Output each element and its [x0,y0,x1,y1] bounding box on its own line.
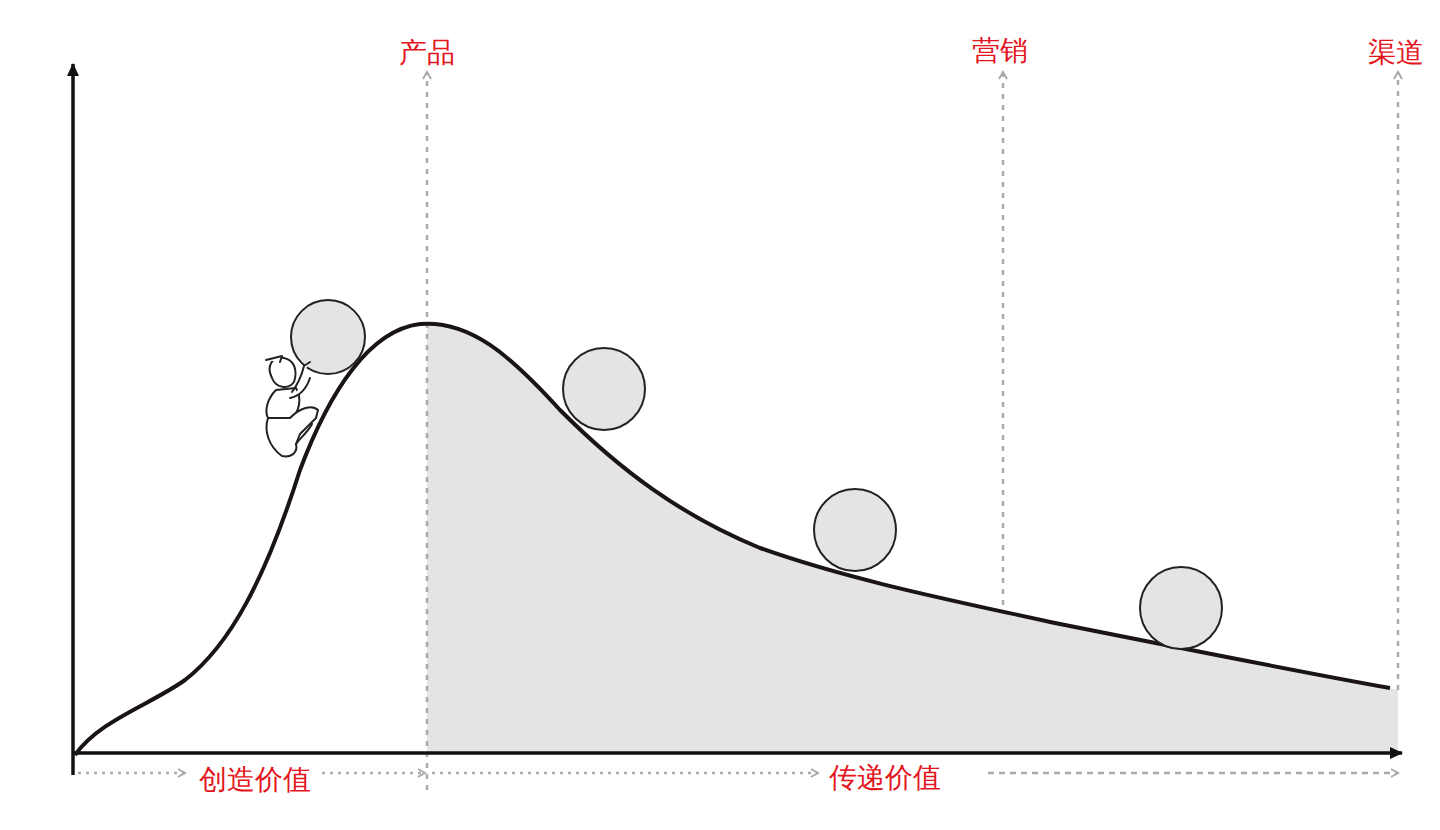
stage-label: 渠道 [1366,38,1426,69]
pushing-man [266,356,318,456]
guide-line [1397,72,1400,690]
ball [1140,567,1222,649]
x-axis [73,751,1402,755]
ball [563,348,645,430]
stage-label: 营销 [970,36,1030,67]
guide-line [1002,72,1005,605]
y-axis [71,64,75,775]
stage-label: 产品 [397,38,457,69]
span-label: 传递价值 [827,763,943,794]
span-arrow [78,772,185,775]
span-arrow [988,772,1398,775]
ball [814,489,896,571]
span-arrow [322,772,425,775]
span-label: 创造价值 [197,765,313,796]
guide-line [426,72,429,790]
shaded-area [427,324,1398,755]
span-arrow [432,772,818,775]
ball [291,300,365,374]
value-curve [75,324,1390,755]
